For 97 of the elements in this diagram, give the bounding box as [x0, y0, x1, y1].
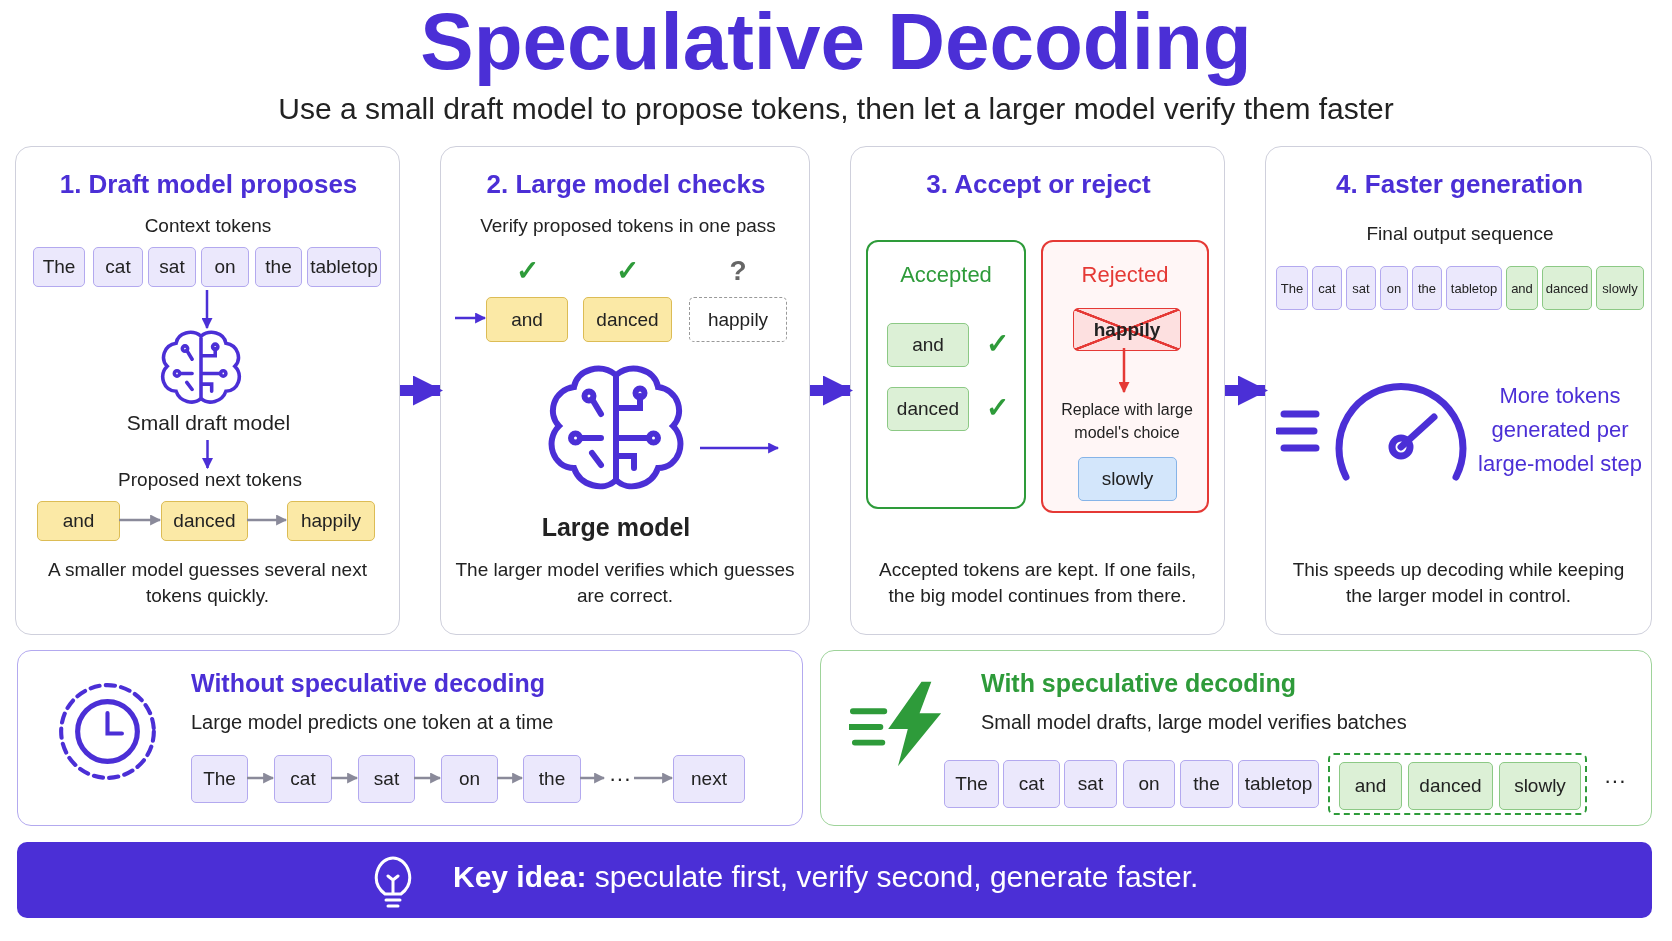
arrow: [201, 290, 213, 330]
token-chip: next: [673, 755, 745, 803]
panel-card: [15, 146, 400, 635]
panel-heading: With speculative decoding: [981, 669, 1297, 698]
token-chip: on: [1380, 266, 1408, 310]
token-chip: danced: [583, 297, 672, 342]
token-chip: sat: [148, 247, 196, 287]
row-heading: Final output sequence: [1365, 223, 1555, 245]
token-chip: The: [944, 760, 999, 808]
panel-heading: 2. Large model checks: [485, 169, 767, 200]
token-chip: and: [1339, 762, 1402, 810]
arrow: [414, 772, 442, 784]
panel-caption: A smaller model guesses several next tokens quickly.: [47, 557, 368, 609]
ellipsis-text: ···: [1603, 768, 1627, 794]
token-chip: cat: [274, 755, 332, 803]
token-chip: danced: [887, 387, 969, 431]
token-chip: and: [37, 501, 120, 541]
panel-card: [17, 650, 803, 826]
panel-card: [850, 146, 1225, 635]
status-mark: ✓: [984, 330, 1010, 360]
panel-caption: This speeds up decoding while keeping the larger model in control.: [1291, 557, 1626, 609]
group-outline: [1328, 753, 1587, 815]
token-chip: danced: [1542, 266, 1592, 310]
token-chip: on: [201, 247, 249, 287]
status-box: [1041, 240, 1209, 513]
status-heading: Rejected: [1080, 262, 1170, 288]
token-chip: tabletop: [1446, 266, 1502, 310]
panel-heading: 3. Accept or reject: [925, 169, 1152, 200]
token-chip: danced: [1408, 762, 1493, 810]
model-label: Large model: [540, 513, 692, 542]
row-heading: Proposed next tokens: [117, 469, 303, 491]
token-chip: on: [1123, 760, 1175, 808]
token-chip: The: [191, 755, 248, 803]
panel-card: [1265, 146, 1652, 635]
status-mark: ?: [728, 257, 748, 287]
token-chip: on: [441, 755, 498, 803]
status-mark: ✓: [984, 394, 1010, 424]
arrow: [700, 442, 780, 454]
panel-caption: Accepted tokens are kept. If one fails, the big model continues from there.: [878, 557, 1197, 609]
status-heading: Accepted: [899, 262, 993, 288]
panel-heading: 1. Draft model proposes: [58, 169, 359, 200]
arrow: [202, 440, 213, 470]
token-chip: slowly: [1078, 457, 1177, 501]
token-chip: sat: [1064, 760, 1117, 808]
token-chip: danced: [161, 501, 248, 541]
token-chip: happily: [287, 501, 375, 541]
token-chip: the: [1180, 760, 1233, 808]
panel-caption: The larger model verifies which guesses are correct.: [455, 557, 795, 609]
token-chip: slowly: [1596, 266, 1644, 310]
token-chip: the: [1412, 266, 1442, 310]
token-chip: sat: [358, 755, 415, 803]
token-chip: sat: [1346, 266, 1376, 310]
token-chip: cat: [1312, 266, 1342, 310]
token-chip: the: [255, 247, 302, 287]
token-chip: and: [1506, 266, 1538, 310]
block-arrow: [1225, 375, 1268, 406]
token-chip: happily: [689, 297, 787, 342]
arrow: [455, 312, 487, 324]
arrow: [247, 514, 288, 526]
arrow: [331, 772, 359, 784]
panel-card: [440, 146, 810, 635]
title: Speculative Decoding: [419, 0, 1253, 88]
panel-card: [820, 650, 1652, 826]
status-box: [866, 240, 1026, 509]
row-heading: Context tokens: [143, 215, 273, 237]
arrow: [580, 772, 606, 784]
banner: [17, 842, 1652, 918]
block-arrow: [400, 375, 443, 406]
token-chip: and: [887, 323, 969, 367]
status-mark: ✓: [615, 257, 640, 287]
token-chip: The: [1276, 266, 1308, 310]
arrow: [247, 772, 275, 784]
panel-subtitle: Small model drafts, large model verifies batches: [981, 711, 1407, 734]
model-label: More tokens generated per large-model step: [1477, 382, 1643, 479]
arrow: [497, 772, 524, 784]
panel-heading: Without speculative decoding: [191, 669, 545, 698]
arrow: [1118, 348, 1130, 394]
ellipsis-text: ···: [605, 755, 635, 803]
token-chip: the: [523, 755, 581, 803]
status-mark: ✓: [514, 257, 540, 287]
token-chip: cat: [1003, 760, 1060, 808]
note-text: Replace with large model's choice: [1051, 395, 1203, 447]
subtitle: Use a small draft model to propose tokens, then let a larger model verify them faster: [277, 92, 1395, 126]
model-label: Small draft model: [125, 411, 292, 435]
panel-heading: 4. Faster generation: [1334, 169, 1585, 200]
key-idea-text: Key idea: speculate first, verify second, generate faster.: [453, 860, 1199, 894]
token-chip: tabletop: [1238, 760, 1319, 808]
row-heading: Verify proposed tokens in one pass: [479, 215, 777, 237]
panel-subtitle: Large model predicts one token at a time: [191, 711, 554, 734]
token-chip: and: [486, 297, 568, 342]
token-chip: slowly: [1499, 762, 1581, 810]
token-chip: cat: [93, 247, 143, 287]
block-arrow: [810, 375, 853, 406]
token-chip: tabletop: [307, 247, 381, 287]
token-chip: The: [33, 247, 85, 287]
arrow: [119, 514, 162, 526]
arrow: [634, 772, 674, 784]
